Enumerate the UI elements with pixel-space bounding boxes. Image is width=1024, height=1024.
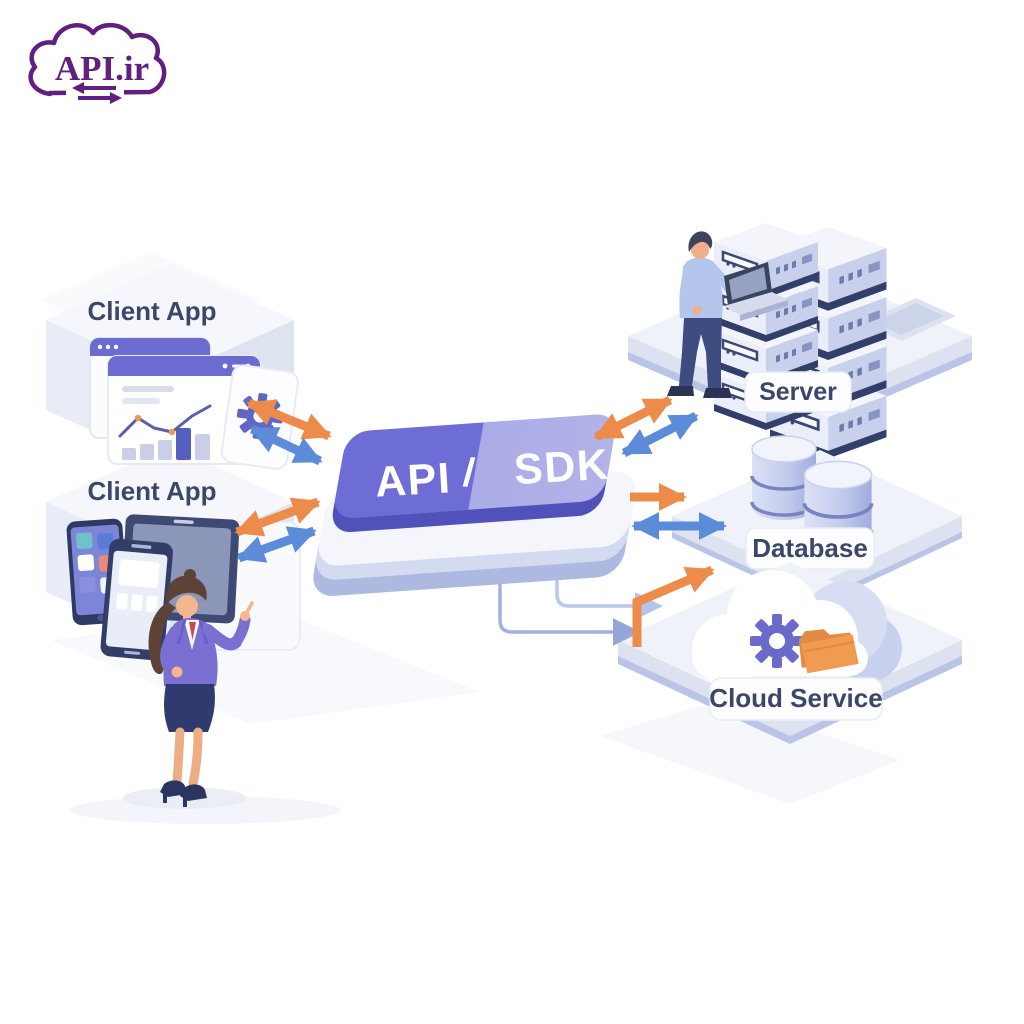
cloud-exchange-icon [28, 23, 167, 108]
arrow-client-bottom-api-blue [236, 526, 317, 563]
gear-icon [750, 614, 804, 668]
smartphone-icon-2 [100, 538, 173, 661]
server-node: Server [628, 221, 972, 460]
api-label: API [374, 454, 453, 507]
chart-icon [118, 404, 212, 460]
sdk-label: SDK [513, 441, 611, 495]
client-app-top-label: Client App [87, 296, 216, 326]
api-cloud-connector-lines [498, 550, 663, 646]
connector-line-upper [555, 550, 663, 620]
api-sdk-label: API / SDK [374, 441, 611, 507]
laptop-icon [724, 262, 788, 321]
logo: API.ir [28, 23, 167, 108]
cloud-service-label: Cloud Service [709, 683, 882, 713]
browser-window-icon [89, 337, 261, 465]
server-badge [744, 371, 852, 413]
database-label: Database [752, 533, 868, 563]
database-badge [745, 527, 875, 570]
cloud-service-node: Cloud Service [618, 562, 962, 744]
arrow-cloud-database-orange [632, 565, 715, 647]
arrow-api-server-blue [621, 411, 699, 458]
server-label: Server [759, 378, 837, 406]
server-rack-icon [712, 221, 888, 460]
logo-text: API.ir [55, 49, 149, 88]
woman-presenter-figure [123, 569, 254, 809]
database-node: Database [672, 434, 962, 606]
folder-icon [798, 629, 859, 674]
api-sdk-divider: / [462, 451, 478, 496]
man-technician-figure [667, 231, 788, 398]
arrow-client-top-api-blue [249, 424, 323, 466]
arrows [234, 395, 727, 647]
connector-line-lower [498, 550, 641, 646]
client-app-top-node: Client App [46, 264, 299, 470]
cloud-service-badge [709, 677, 883, 721]
client-app-bottom-label: Client App [87, 476, 216, 506]
api-sdk-node: API / SDK [313, 414, 636, 596]
